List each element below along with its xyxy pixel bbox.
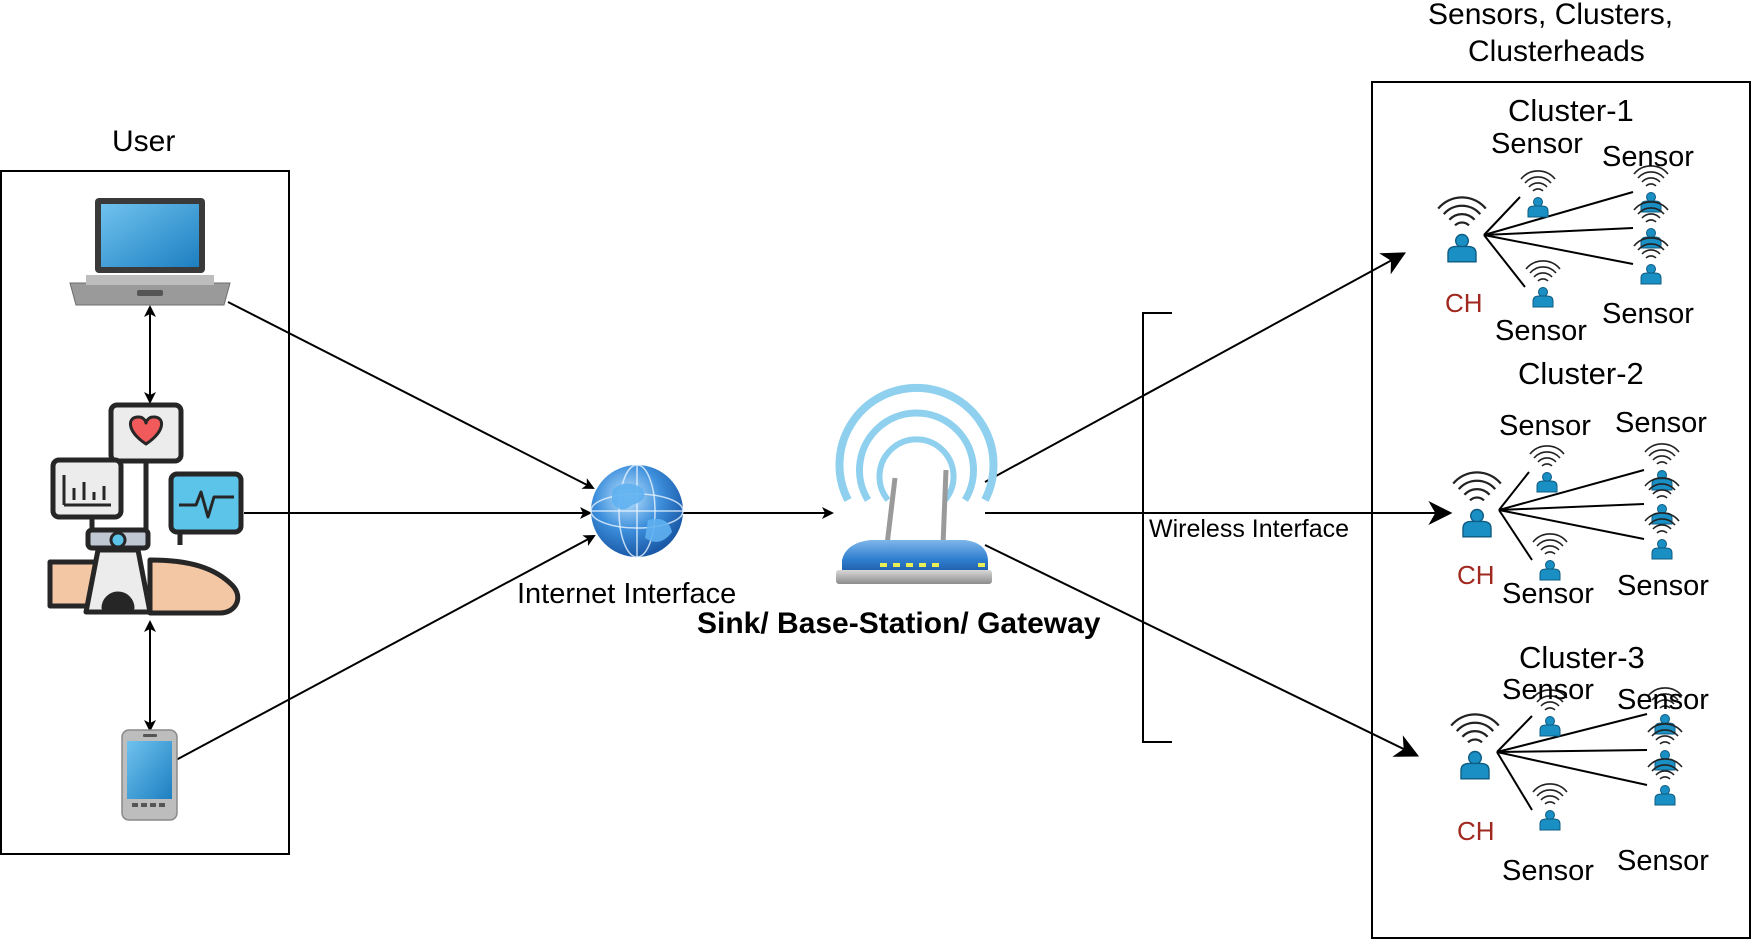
cluster-3-link-4: [1496, 751, 1648, 786]
cluster-2-sensor-label-top-right: Sensor: [1615, 407, 1707, 439]
health-monitor-icon: [47, 402, 244, 616]
laptop-to-internet-arrow: [227, 301, 595, 489]
cluster-2-sensor-icon-5: [1532, 533, 1568, 581]
cluster-3-link-2: [1496, 713, 1648, 753]
cluster-2-link-2: [1498, 469, 1645, 511]
cluster-2-title: Cluster-2: [1518, 356, 1644, 391]
cluster-2-link-3: [1498, 503, 1645, 511]
cluster-1-link-5: [1483, 234, 1526, 288]
wireless-interface-label: Wireless Interface: [1149, 515, 1350, 543]
cluster-1-sensor-label-bottom-right: Sensor: [1602, 298, 1694, 330]
cluster-layer: [1437, 165, 1683, 831]
cluster-3-sensor-label-top-left: Sensor: [1502, 674, 1594, 706]
cluster-1-sensor-label-top-right: Sensor: [1602, 141, 1694, 173]
cluster-2-sensor-label-top-left: Sensor: [1499, 410, 1591, 442]
cluster-1-link-3: [1483, 227, 1634, 236]
cluster-2-sensor-label-bottom-right: Sensor: [1617, 570, 1709, 602]
user-title: User: [112, 125, 176, 158]
cluster-2-clusterhead-icon: [1452, 471, 1502, 538]
network-title-line2: Clusterheads: [1468, 35, 1645, 68]
cluster-3-ch-label: CH: [1457, 816, 1495, 846]
cluster-3-sensor-icon-5: [1532, 783, 1568, 831]
cluster-2-link-1: [1498, 471, 1530, 511]
cluster-3-link-5: [1496, 751, 1533, 811]
cluster-1-title: Cluster-1: [1508, 93, 1634, 128]
cluster-1-sensor-label-top-left: Sensor: [1491, 128, 1583, 160]
network-box: [1371, 81, 1751, 939]
cluster-3-clusterhead-icon: [1450, 713, 1500, 780]
cluster-2-sensor-icon-2: [1644, 443, 1680, 491]
cluster-2-link-5: [1498, 509, 1533, 561]
cluster-3-sensor-label-top-right: Sensor: [1617, 684, 1709, 716]
cluster-1-link-4: [1483, 234, 1634, 265]
network-title-line1: Sensors, Clusters,: [1428, 0, 1674, 31]
cluster-1-sensor-icon-1: [1520, 170, 1556, 218]
cluster-1-clusterhead-icon: [1437, 196, 1487, 263]
gateway-to-cluster1-arrow: [984, 252, 1407, 483]
gateway-label: Sink/ Base-Station/ Gateway: [697, 607, 1101, 640]
cluster-1-sensor-label-bottom-left: Sensor: [1495, 315, 1587, 347]
cluster-2-ch-label: CH: [1457, 560, 1495, 590]
router-icon: [835, 383, 998, 584]
cluster-3-sensor-label-bottom-right: Sensor: [1617, 845, 1709, 877]
globe-icon: [590, 464, 684, 558]
cluster-3-sensor-label-bottom-left: Sensor: [1502, 855, 1594, 887]
cluster-3-link-3: [1496, 749, 1648, 753]
laptop-icon: [69, 198, 231, 306]
cluster-2-link-4: [1498, 509, 1645, 540]
cluster-2-sensor-icon-1: [1529, 445, 1565, 493]
internet-interface-label: Internet Interface: [517, 578, 737, 610]
wireless-bracket: [1142, 312, 1172, 743]
cluster-3-link-1: [1496, 715, 1533, 753]
phone-to-internet-arrow: [175, 535, 596, 761]
smartphone-icon: [121, 729, 178, 821]
cluster-1-ch-label: CH: [1445, 288, 1483, 318]
cluster-2-sensor-label-bottom-left: Sensor: [1502, 578, 1594, 610]
gateway-to-cluster3-arrow: [984, 544, 1420, 757]
cluster-1-sensor-icon-5: [1525, 260, 1561, 308]
cluster-1-link-1: [1483, 196, 1521, 236]
cluster-1-link-2: [1483, 191, 1634, 236]
cluster-3-title: Cluster-3: [1519, 640, 1645, 675]
